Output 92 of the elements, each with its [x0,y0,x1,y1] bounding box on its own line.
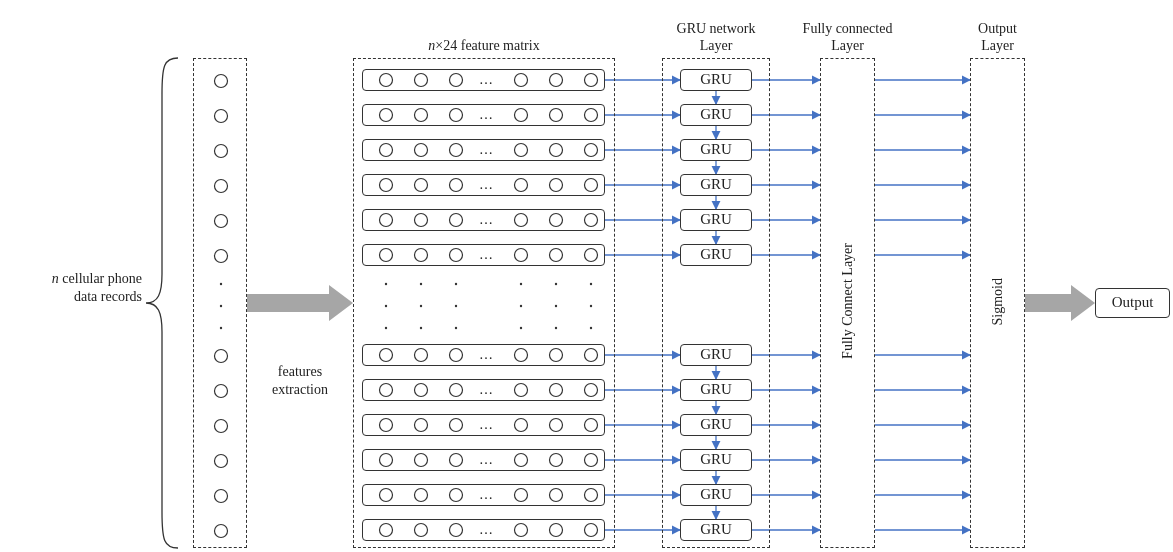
process-box: GRU [680,519,752,541]
ellipsis-text: … [478,71,494,89]
arrow [711,365,721,380]
arrow [604,145,681,155]
process-box: GRU [680,209,752,231]
arrow [711,400,721,415]
arrow [604,75,681,85]
arrow [751,455,821,465]
arrow [711,160,721,175]
arrow [751,110,821,120]
ellipsis-text: … [478,486,494,504]
process-box: GRU [680,414,752,436]
arrow [604,385,681,395]
feature-row [362,69,605,91]
arrow [711,90,721,105]
feature-row [362,139,605,161]
layer-name: Fully Connect Layer [839,243,856,359]
ellipsis-text: … [478,521,494,539]
arrow [874,250,971,260]
arrow [751,350,821,360]
arrow [874,75,971,85]
arrow [751,215,821,225]
process-box: GRU [680,484,752,506]
arrow [751,490,821,500]
feature-row [362,484,605,506]
feature-row [362,379,605,401]
layer-title: Fully connected Layer [801,20,894,54]
arrow [874,110,971,120]
layer-title: n×24 feature matrix [428,37,540,54]
ellipsis-text: … [478,176,494,194]
arrow [874,525,971,535]
layer-title: Output Layer [977,20,1018,54]
ellipsis-text: … [478,141,494,159]
feature-row [362,104,605,126]
process-box: GRU [680,244,752,266]
arrow [604,525,681,535]
feature-row [362,209,605,231]
arrow [874,145,971,155]
feature-row [362,449,605,471]
ellipsis-text: … [478,416,494,434]
ellipsis-text: … [478,246,494,264]
side-label: n cellular phone data records [50,270,142,306]
arrow [604,110,681,120]
process-box: GRU [680,344,752,366]
arrow [711,125,721,140]
arrow [751,180,821,190]
arrow [604,350,681,360]
arrow [711,435,721,450]
ellipsis-text: … [478,211,494,229]
process-box: GRU [680,174,752,196]
arrow [751,525,821,535]
process-box: GRU [680,379,752,401]
ellipsis-text: … [478,346,494,364]
arrow [751,250,821,260]
process-box: Output [1095,288,1170,318]
layer-title: GRU network Layer [675,20,757,54]
arrow [711,230,721,245]
arrow [874,385,971,395]
feature-row [362,344,605,366]
arrow [751,75,821,85]
arrow [874,420,971,430]
arrow [604,490,681,500]
ellipsis-text: … [478,381,494,399]
ellipsis-text: … [478,451,494,469]
ellipsis-text: … [478,106,494,124]
process-box: GRU [680,69,752,91]
arrow [874,350,971,360]
feature-row [362,519,605,541]
arrow [751,420,821,430]
arrow [604,180,681,190]
feature-row [362,174,605,196]
arrow [751,145,821,155]
arrow [874,180,971,190]
process-box: GRU [680,104,752,126]
arrow [711,470,721,485]
arrow [604,250,681,260]
arrow [874,490,971,500]
arrow [604,215,681,225]
layer-name: Sigmoid [989,277,1006,325]
block-arrow [1025,285,1095,321]
feature-row [362,414,605,436]
block-arrow [247,285,353,321]
arrow [874,455,971,465]
process-box: GRU [680,449,752,471]
arrow [751,385,821,395]
arrow [711,505,721,520]
arrow [604,420,681,430]
arrow [874,215,971,225]
arrow [604,455,681,465]
process-box: GRU [680,139,752,161]
feature-row [362,244,605,266]
arrow [711,195,721,210]
